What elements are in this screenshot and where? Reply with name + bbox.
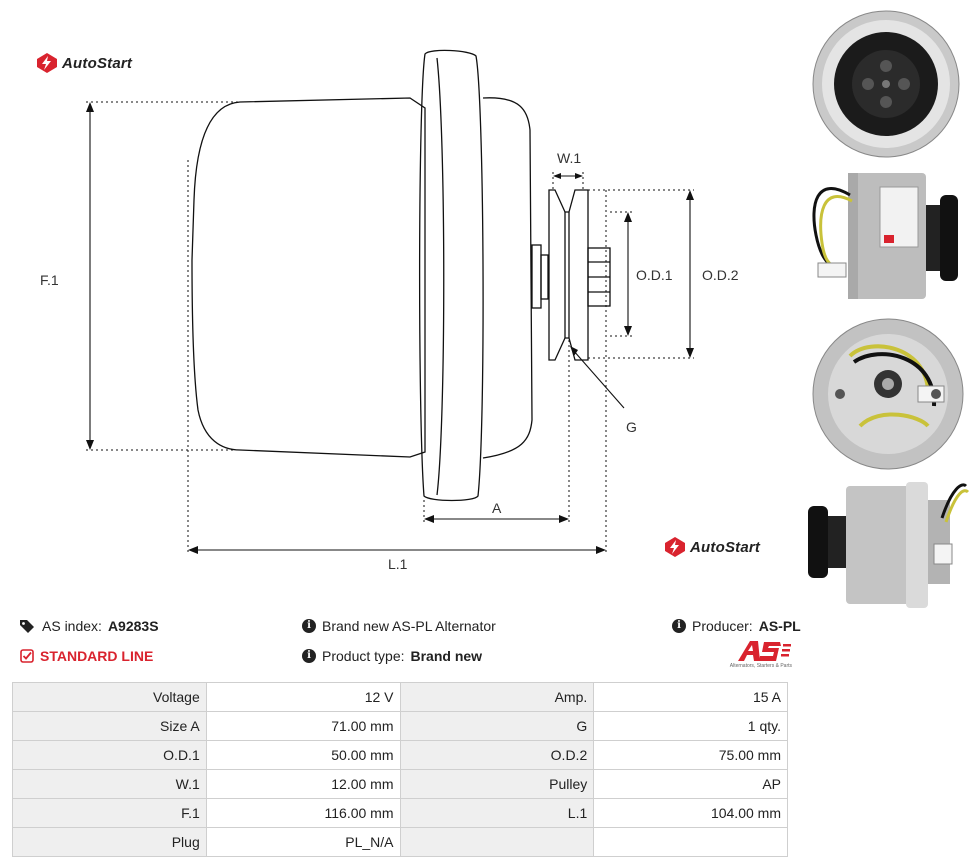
info-icon: i — [302, 649, 316, 663]
product-type-value: Brand new — [410, 648, 483, 664]
spec-value: 50.00 mm — [205, 740, 401, 770]
alternator-description-text: Brand new AS-PL Alternator — [322, 618, 496, 634]
product-photo-side-wires[interactable] — [806, 165, 968, 305]
spec-value: 15 A — [593, 682, 788, 712]
spec-label: W.1 — [12, 769, 207, 799]
dim-f1-label: F.1 — [40, 272, 59, 288]
autostart-logo-text: AutoStart — [62, 54, 133, 72]
info-icon: i — [672, 619, 686, 633]
autostart-mark-icon — [665, 537, 685, 557]
as-pl-logo: Alternators, Starters & Parts — [700, 640, 792, 669]
spec-value: AP — [593, 769, 788, 799]
dim-od2-label: O.D.2 — [702, 267, 739, 283]
as-index-value: A9283S — [107, 618, 159, 634]
tags-icon — [20, 620, 34, 633]
spec-value: PL_N/A — [205, 827, 401, 857]
spec-value — [593, 827, 788, 857]
autostart-logo-bottom: AutoStart — [664, 536, 760, 558]
dim-a-label: A — [492, 500, 502, 516]
product-photo-rear[interactable] — [810, 316, 966, 472]
autostart-mark-icon — [37, 53, 57, 73]
as-index-label: AS index: — [42, 618, 102, 634]
spec-label: O.D.2 — [399, 740, 595, 770]
spec-label: Pulley — [399, 769, 595, 799]
autostart-logo-text: AutoStart — [690, 538, 761, 556]
dim-w1-label: W.1 — [557, 150, 582, 166]
spec-label: Voltage — [12, 682, 207, 712]
product-type: i Product type: Brand new — [302, 648, 482, 664]
technical-drawing — [86, 49, 694, 554]
dim-od1-label: O.D.1 — [636, 267, 673, 283]
spec-label: F.1 — [12, 798, 207, 828]
spec-value: 12.00 mm — [205, 769, 401, 799]
spec-label: L.1 — [399, 798, 595, 828]
spec-value: 104.00 mm — [593, 798, 788, 828]
spec-value: 71.00 mm — [205, 711, 401, 741]
product-photo-front[interactable] — [810, 8, 962, 160]
spec-label: Amp. — [399, 682, 595, 712]
producer: i Producer: AS-PL — [672, 618, 801, 634]
product-type-label: Product type: — [322, 648, 405, 664]
spec-label: Plug — [12, 827, 207, 857]
spec-label: O.D.1 — [12, 740, 207, 770]
checkbox-checked-icon — [20, 649, 34, 663]
spec-value: 1 qty. — [593, 711, 788, 741]
spec-value: 12 V — [205, 682, 401, 712]
dim-l1-label: L.1 — [388, 556, 408, 572]
info-icon: i — [302, 619, 316, 633]
as-logo-mark-icon — [738, 641, 791, 661]
spec-label: Size A — [12, 711, 207, 741]
spec-value: 116.00 mm — [205, 798, 401, 828]
autostart-logo-top: AutoStart — [36, 52, 132, 74]
spec-value: 75.00 mm — [593, 740, 788, 770]
as-index: AS index: A9283S — [20, 618, 159, 634]
producer-value: AS-PL — [758, 618, 801, 634]
as-pl-logo-sub: Alternators, Starters & Parts — [729, 663, 792, 669]
dim-g-label: G — [626, 419, 637, 435]
producer-label: Producer: — [692, 618, 753, 634]
standard-line-badge: STANDARD LINE — [20, 648, 153, 664]
standard-line-text: STANDARD LINE — [40, 648, 154, 664]
alternator-description: i Brand new AS-PL Alternator — [302, 618, 496, 634]
spec-label: G — [399, 711, 595, 741]
spec-label — [399, 827, 595, 857]
product-photo-side[interactable] — [802, 478, 970, 610]
